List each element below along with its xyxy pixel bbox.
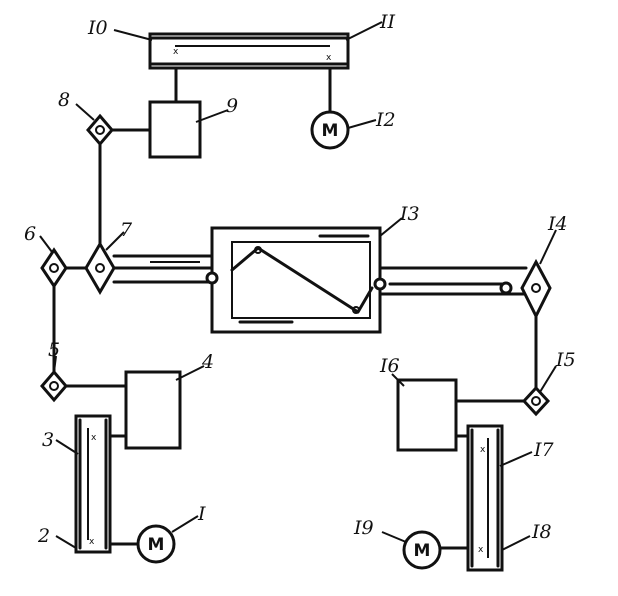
label-18: I8 xyxy=(531,521,552,543)
right-rails xyxy=(378,266,528,296)
label-9: 9 xyxy=(226,95,238,117)
central-inner-frame xyxy=(231,241,371,319)
leader-1 xyxy=(171,515,199,533)
coupling-5 xyxy=(40,369,68,403)
right-belt-assembly: x x xyxy=(466,424,504,572)
left-belt-assembly: x x xyxy=(74,414,112,554)
leader-5 xyxy=(53,355,57,373)
motor-1-circle xyxy=(136,524,176,564)
central-right-pivot xyxy=(373,277,387,291)
label-7: 7 xyxy=(120,219,133,241)
coupling-15-diamond xyxy=(521,385,551,417)
central-frame xyxy=(210,226,382,334)
coupling-5-center xyxy=(49,381,59,391)
central-slotted-link xyxy=(230,246,374,314)
leader-12 xyxy=(347,119,377,129)
label-1: I xyxy=(197,503,206,525)
leader-7 xyxy=(105,231,125,251)
leader-16 xyxy=(391,373,405,387)
coupling-14-diamond xyxy=(520,258,552,320)
motor-19-symbol: M xyxy=(414,541,431,561)
label-17: I7 xyxy=(533,439,555,461)
block-16 xyxy=(396,378,458,452)
leader-18 xyxy=(501,535,531,551)
left-belt-frame xyxy=(74,414,112,554)
coupling-14 xyxy=(520,258,552,320)
leader-10 xyxy=(113,29,153,41)
top-pulley-right-mark: x xyxy=(326,53,332,63)
leader-14 xyxy=(539,229,557,265)
leader-3 xyxy=(55,439,79,455)
motor-1-symbol: M xyxy=(148,535,165,555)
coupling-15 xyxy=(521,385,551,417)
coupling-5-diamond xyxy=(40,369,68,403)
label-13: I3 xyxy=(399,203,420,225)
leader-11 xyxy=(345,21,383,41)
right-pulley-bottom-mark: x xyxy=(478,545,484,555)
label-15: I5 xyxy=(555,349,576,371)
right-pulley-top-mark: x xyxy=(480,445,486,455)
leader-8 xyxy=(75,103,95,121)
label-12: I2 xyxy=(375,109,396,131)
motor-19-circle xyxy=(402,530,442,570)
coupling-7-diamond xyxy=(84,241,116,295)
top-pulley-left-mark: x xyxy=(173,47,179,57)
label-2: 2 xyxy=(37,525,50,547)
leader-13 xyxy=(379,217,403,237)
leader-9 xyxy=(195,109,229,123)
label-19: I9 xyxy=(353,517,374,539)
block-9 xyxy=(148,100,202,159)
leader-15 xyxy=(539,365,557,393)
leader-19 xyxy=(381,531,407,543)
central-left-pivot xyxy=(205,271,219,285)
coupling-8 xyxy=(86,113,114,147)
right-rail-pivot xyxy=(499,281,513,295)
left-pulley-top-mark: x xyxy=(91,433,97,443)
coupling-14-center xyxy=(531,283,541,293)
coupling-15-center xyxy=(531,396,541,406)
coupling-6 xyxy=(40,247,68,289)
label-6: 6 xyxy=(24,223,36,245)
motor-12-circle xyxy=(310,110,350,150)
top-belt-assembly: x x xyxy=(148,32,350,70)
coupling-8-diamond xyxy=(86,113,114,147)
coupling-7 xyxy=(84,241,116,295)
left-pulley-bottom-mark: x xyxy=(89,537,95,547)
label-5: 5 xyxy=(48,339,60,361)
coupling-7-center xyxy=(95,263,105,273)
label-8: 8 xyxy=(58,89,70,111)
motor-19: M xyxy=(402,530,442,570)
coupling-8-center xyxy=(95,125,105,135)
label-14: I4 xyxy=(547,213,568,235)
central-pin-a xyxy=(254,246,262,254)
block-4 xyxy=(124,370,182,450)
top-belt-frame xyxy=(148,32,350,70)
label-3: 3 xyxy=(42,429,54,451)
coupling-6-diamond xyxy=(40,247,68,289)
motor-1: M xyxy=(136,524,176,564)
label-4: 4 xyxy=(201,351,214,373)
motor-12: M xyxy=(310,110,350,150)
central-pin-b xyxy=(352,306,360,314)
label-11: II xyxy=(379,11,396,33)
part-labels: I0 II I2 8 9 I3 6 7 I4 5 4 3 2 I I6 I5 I… xyxy=(24,11,576,547)
leader-4 xyxy=(175,365,205,381)
leader-6 xyxy=(39,235,53,253)
label-10: I0 xyxy=(87,17,108,39)
leader-17 xyxy=(499,451,533,467)
motor-12-symbol: M xyxy=(322,121,339,141)
label-16: I6 xyxy=(379,355,400,377)
coupling-6-center xyxy=(49,263,59,273)
leader-lines xyxy=(39,21,557,551)
central-mechanism-13 xyxy=(205,226,387,334)
leader-2 xyxy=(55,535,77,549)
right-belt-frame xyxy=(466,424,504,572)
